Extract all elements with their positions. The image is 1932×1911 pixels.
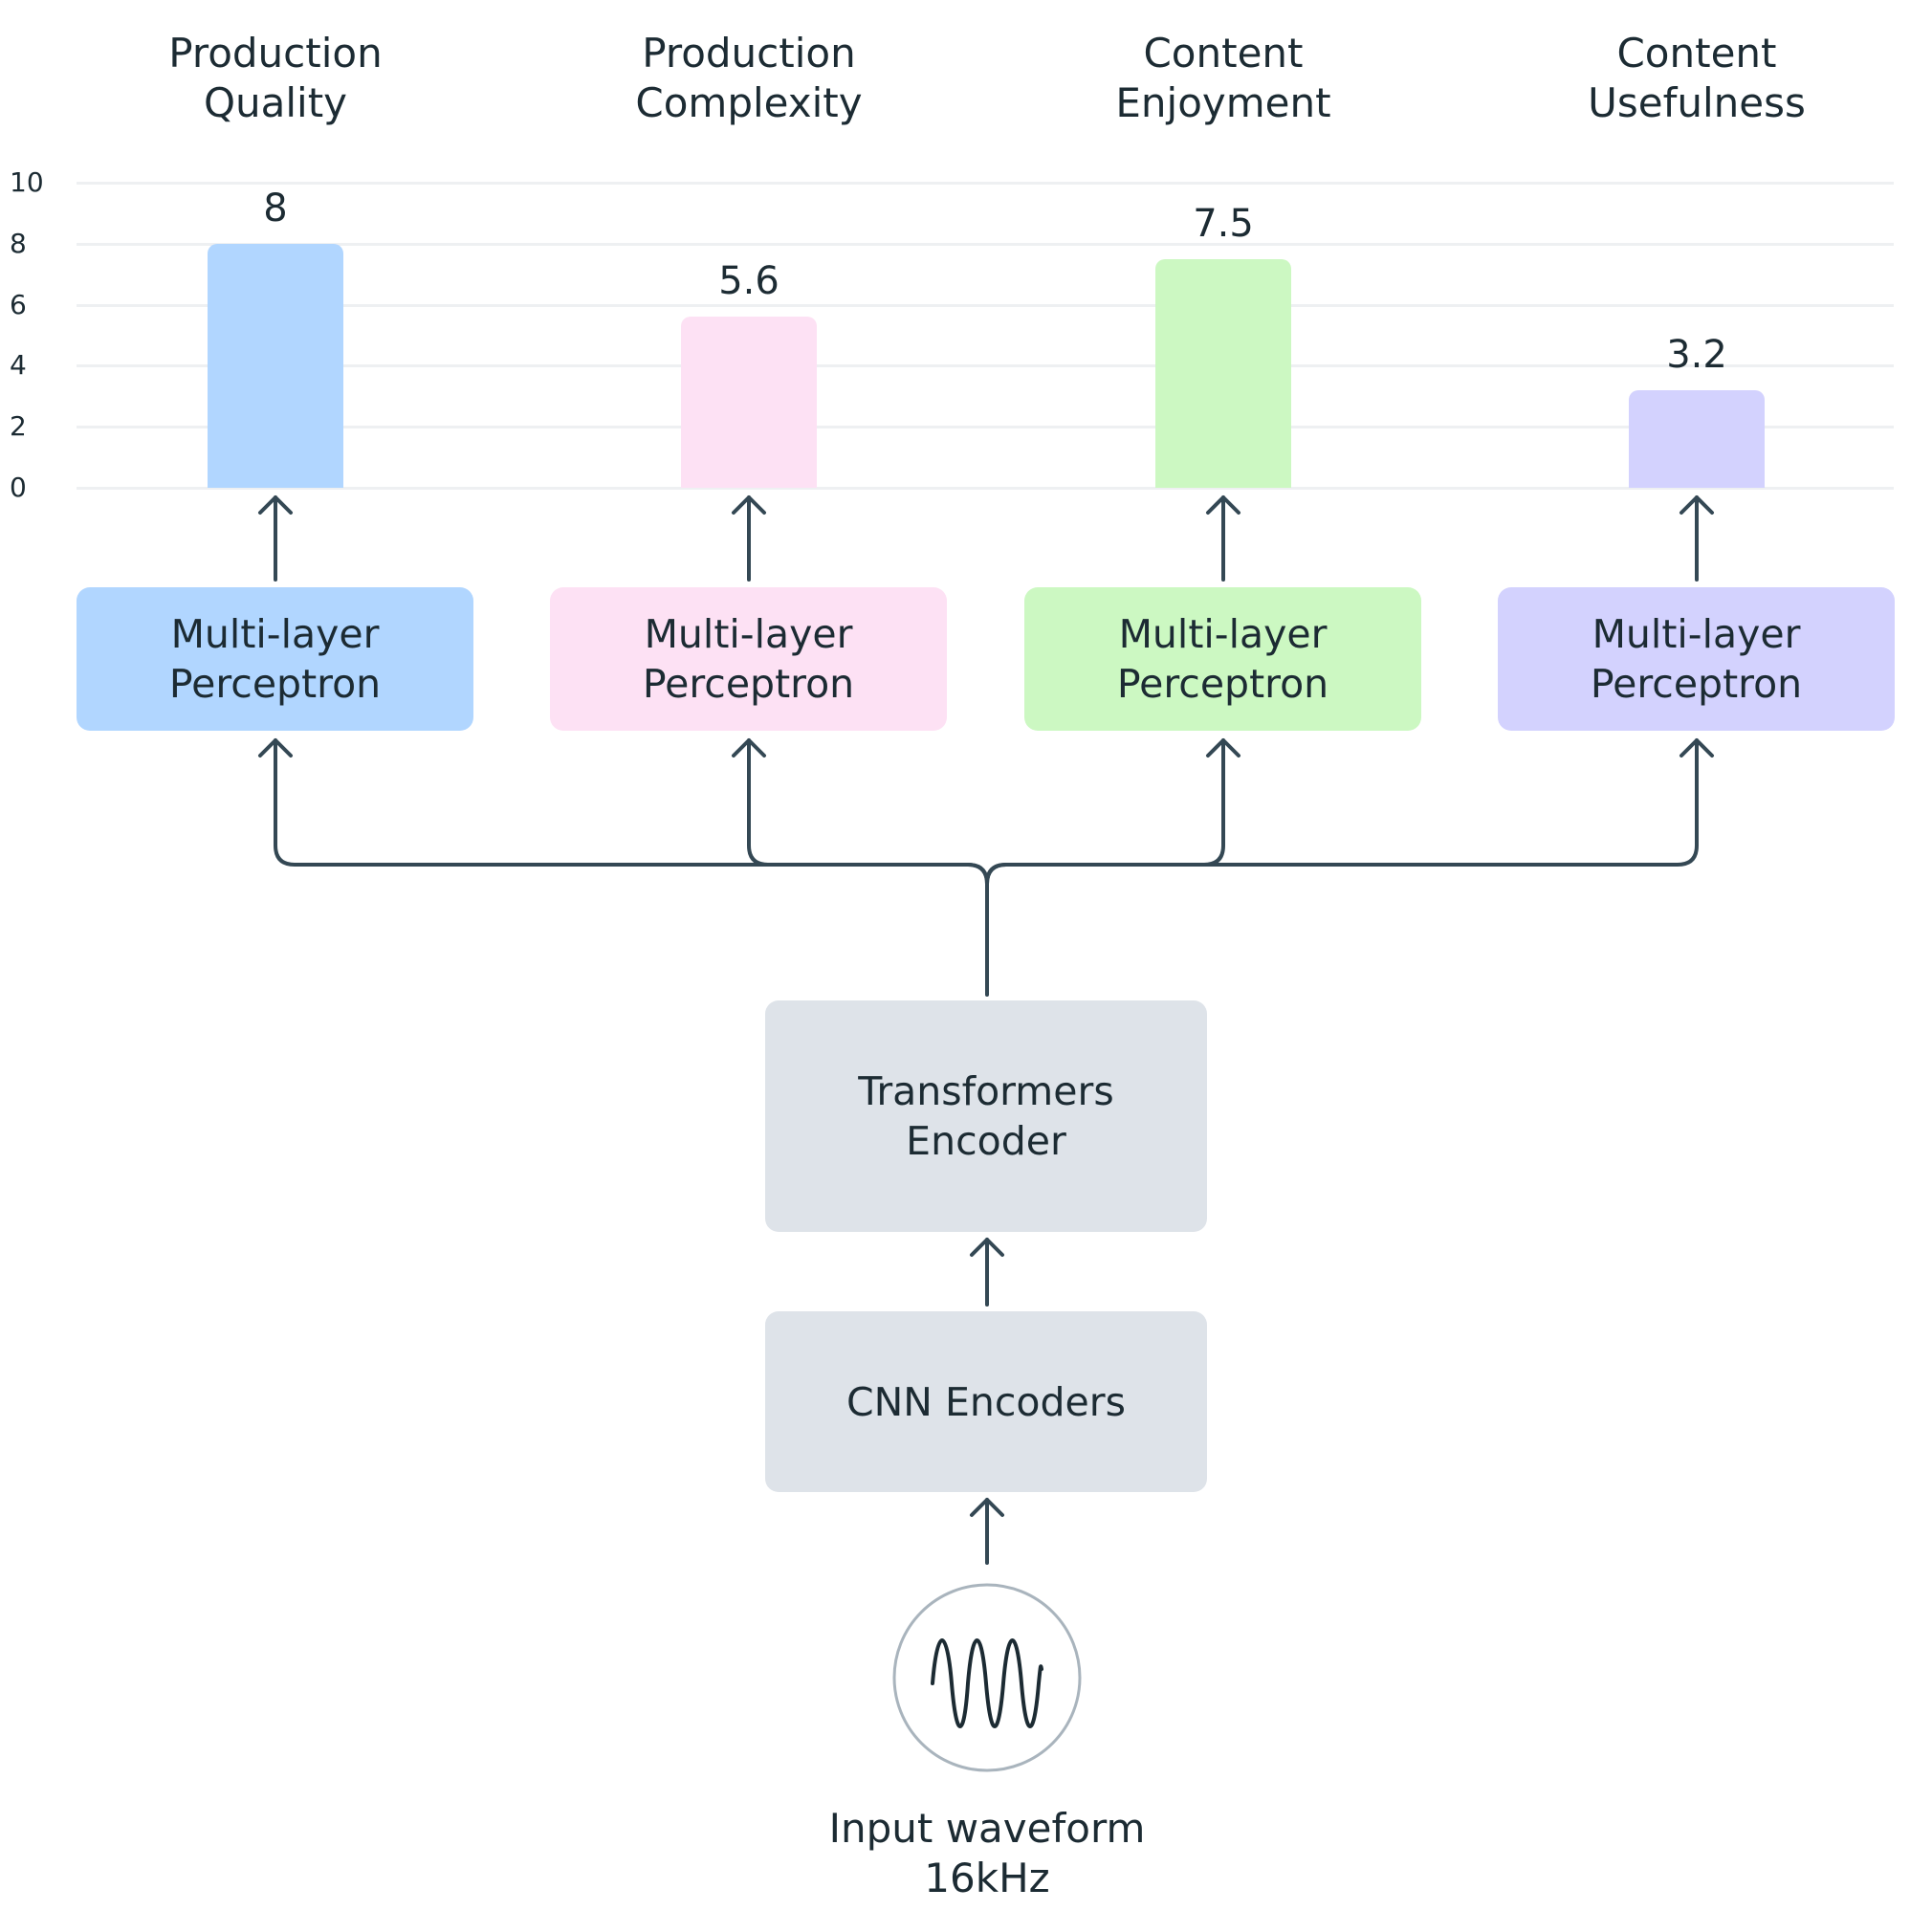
mlp-box-content-enjoyment: Multi-layer Perceptron [1024, 587, 1421, 731]
header-production-quality: Production Quality [168, 30, 383, 126]
gridline [77, 364, 1894, 368]
y-tick-label: 2 [10, 410, 27, 443]
waveform-icon [931, 1638, 1043, 1728]
gridline [77, 182, 1894, 185]
arrow-mlp-to-bar-1 [258, 495, 293, 582]
header-production-complexity: Production Complexity [635, 30, 863, 126]
input-waveform-label: Input waveform 16kHz [828, 1805, 1146, 1901]
bar-value-label: 5.6 [718, 259, 779, 304]
y-tick-label: 6 [10, 288, 27, 320]
gridline [77, 426, 1894, 429]
y-tick-label: 0 [10, 472, 27, 503]
branch-to-mlp-1 [274, 738, 989, 997]
arrow-mlp-to-bar-4 [1680, 495, 1714, 582]
bar-2 [681, 317, 817, 488]
bar-value-label: 8 [263, 186, 288, 231]
mlp-box-content-usefulness: Multi-layer Perceptron [1498, 587, 1895, 731]
gridline [77, 487, 1894, 490]
bar-4 [1629, 389, 1765, 488]
branch-to-mlp-3 [985, 738, 1225, 886]
gridline [77, 303, 1894, 307]
transformers-encoder-box: Transformers Encoder [765, 1000, 1207, 1232]
mlp-box-production-quality: Multi-layer Perceptron [77, 587, 473, 731]
y-tick-label: 8 [10, 227, 27, 259]
branch-to-mlp-2 [747, 738, 989, 886]
header-content-enjoyment: Content Enjoyment [1115, 30, 1331, 126]
y-tick-label: 10 [10, 166, 44, 198]
arrow-cnn-to-transformers [970, 1238, 1004, 1307]
gridline [77, 242, 1894, 246]
cnn-encoders-box: CNN Encoders [765, 1311, 1207, 1492]
input-waveform-circle [892, 1583, 1082, 1772]
header-content-usefulness: Content Usefulness [1588, 30, 1806, 126]
bar-3 [1155, 258, 1291, 488]
branch-to-mlp-4 [985, 738, 1699, 886]
bar-value-label: 3.2 [1666, 332, 1727, 377]
bar-value-label: 7.5 [1193, 201, 1254, 246]
arrow-mlp-to-bar-3 [1206, 495, 1240, 582]
bar-1 [208, 243, 343, 488]
arrow-mlp-to-bar-2 [732, 495, 766, 582]
arrow-input-to-cnn [970, 1498, 1004, 1565]
mlp-box-production-complexity: Multi-layer Perceptron [550, 587, 947, 731]
y-tick-label: 4 [10, 349, 27, 382]
